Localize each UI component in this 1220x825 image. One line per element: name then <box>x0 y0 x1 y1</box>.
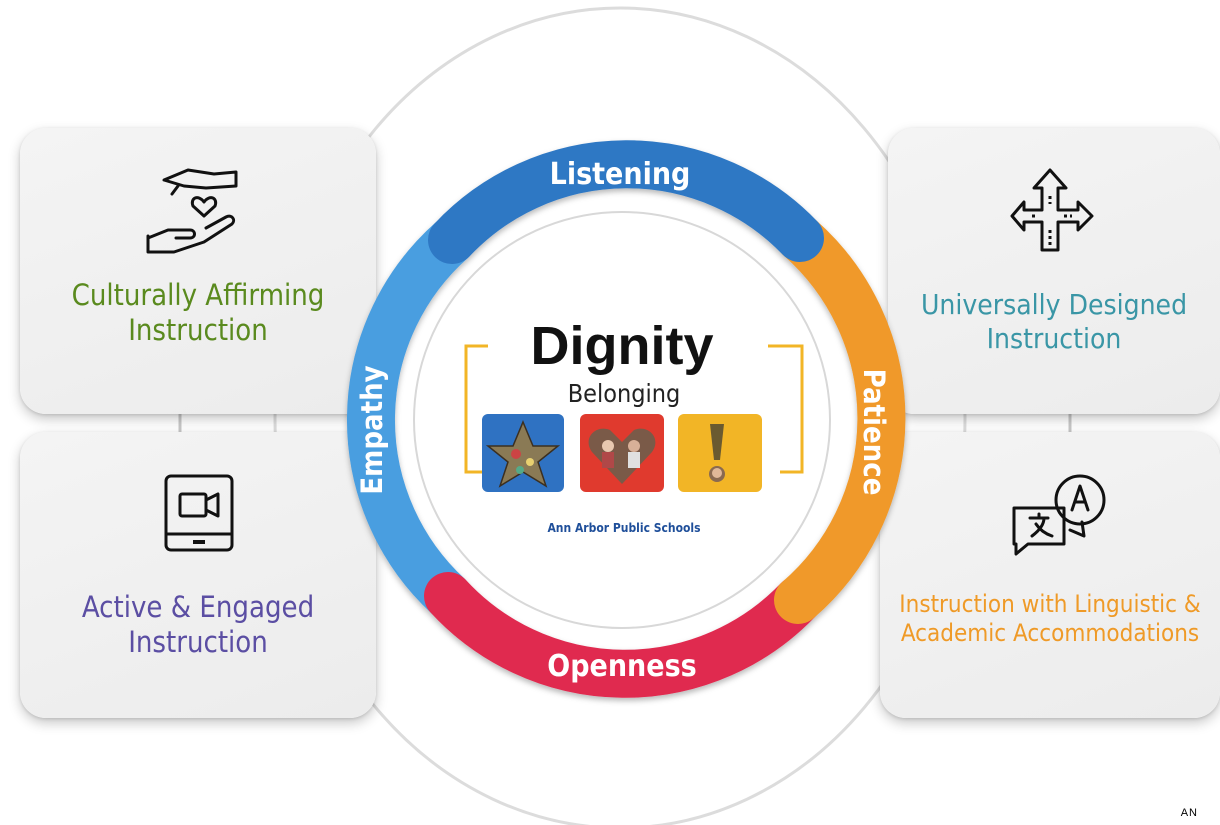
card-linguistic-accommodations: Instruction with Linguistic & Academic A… <box>880 432 1220 718</box>
belonging-subtitle: Belonging <box>568 379 681 408</box>
universal-line-2: Instruction <box>986 322 1122 356</box>
segment-openness <box>424 572 822 698</box>
card-culturally-affirming: Culturally Affirming Instruction <box>20 128 376 414</box>
corner-mark: AN <box>1180 807 1198 819</box>
ring-label-bottom: Openness <box>547 649 696 684</box>
segment-empathy <box>346 216 476 620</box>
hands-heart-icon <box>146 168 238 254</box>
card-universally-designed: Universally Designed Instruction <box>888 128 1220 414</box>
exclamation-tile <box>678 414 762 492</box>
ring-label-left: Empathy <box>355 365 389 494</box>
dignity-title: Dignity <box>531 316 714 376</box>
active-line-1: Active & Engaged <box>81 590 315 624</box>
culturally-line-2: Instruction <box>128 313 268 348</box>
culturally-line-1: Culturally Affirming <box>71 278 325 312</box>
translation-bubbles-icon <box>1012 474 1106 556</box>
segment-listening <box>428 140 824 264</box>
district-name: Ann Arbor Public Schools <box>547 521 700 535</box>
multi-direction-arrows-icon <box>1010 168 1094 252</box>
accommodations-line-2: Academic Accommodations <box>900 619 1200 648</box>
card-active-engaged: Active & Engaged Instruction <box>20 432 376 718</box>
ring-label-top: Listening <box>550 157 691 192</box>
right-bracket <box>768 344 804 474</box>
left-bracket <box>464 344 488 474</box>
heart-photo-tile <box>580 414 664 492</box>
star-mosaic-tile <box>482 414 564 492</box>
accommodations-line-1: Instruction with Linguistic & <box>899 590 1201 618</box>
ring-label-right: Patience <box>857 369 891 496</box>
tablet-video-icon <box>164 474 234 552</box>
segment-patience <box>774 214 906 624</box>
universal-line-1: Universally Designed <box>920 288 1188 321</box>
active-line-2: Instruction <box>128 625 268 660</box>
